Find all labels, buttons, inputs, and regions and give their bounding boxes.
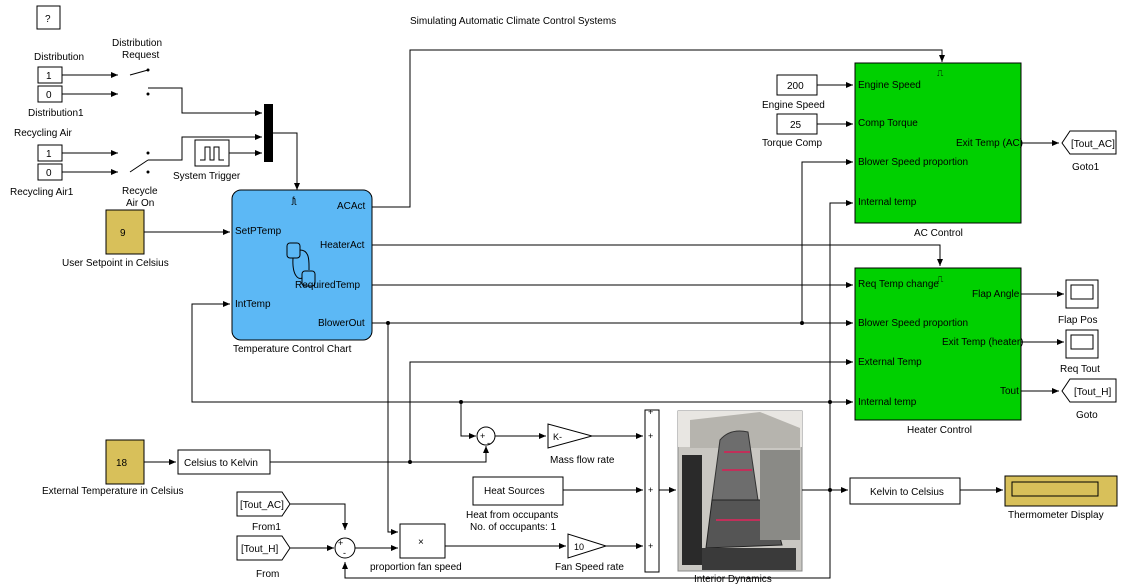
from-tag-text: [Tout_H] (241, 544, 278, 555)
heater-input-req: Req Temp change (858, 279, 939, 290)
model-title: Simulating Automatic Climate Control Sys… (410, 16, 616, 27)
comp-torque-value: 25 (790, 120, 802, 131)
ac-trigger-icon: ⎍ (937, 68, 944, 78)
recycle-air-on-line1: Recycle (122, 186, 158, 197)
chart-input-setptemp: SetPTemp (235, 226, 282, 237)
external-temp-label: External Temperature in Celsius (42, 486, 184, 497)
user-setpoint-value: 9 (120, 228, 126, 239)
ac-input-blower: Blower Speed proportion (858, 157, 968, 168)
from1-tag-text: [Tout_AC] (240, 500, 284, 511)
distribution1-label: Distribution1 (28, 108, 84, 119)
int-sum-sign4: + (648, 407, 653, 417)
int-sum-sign2: + (648, 485, 653, 495)
help-block-label: ? (45, 14, 51, 25)
product-symbol: × (418, 537, 424, 548)
mass-flow-gain-text: K- (553, 432, 562, 442)
from-label: From (256, 569, 279, 580)
heater-control-name: Heater Control (907, 425, 972, 436)
distribution-switch-icon[interactable] (62, 69, 262, 114)
celsius-to-kelvin-label: Celsius to Kelvin (184, 458, 258, 469)
system-trigger-label: System Trigger (173, 171, 241, 182)
heat-occupants-line2: No. of occupants: 1 (470, 522, 557, 533)
user-setpoint-label: User Setpoint in Celsius (62, 258, 169, 269)
heater-input-internal: Internal temp (858, 397, 917, 408)
recycle-air-on-line2: Air On (126, 198, 154, 209)
interior-dynamics-block[interactable] (678, 411, 802, 571)
chart-name: Temperature Control Chart (233, 344, 352, 355)
heater-output-flap: Flap Angle (972, 289, 1020, 300)
external-temp-value: 18 (116, 458, 128, 469)
chart-input-inttemp: IntTemp (235, 299, 271, 310)
recycling-air1-label: Recycling Air1 (10, 187, 74, 198)
heat-sources-label: Heat Sources (484, 486, 545, 497)
chart-output-heateract: HeaterAct (320, 240, 365, 251)
int-sum-sign3: + (648, 541, 653, 551)
recycle-switch-icon[interactable] (62, 137, 262, 174)
heater-output-tout: Tout (1000, 386, 1019, 397)
sum1-minus: - (487, 438, 490, 448)
chart-output-blowerout: BlowerOut (318, 318, 365, 329)
heater-input-blower: Blower Speed proportion (858, 318, 968, 329)
distribution1-value: 0 (46, 90, 52, 101)
distribution-label: Distribution (34, 52, 84, 63)
ac-control-name: AC Control (914, 228, 963, 239)
goto-tag-text: [Tout_H] (1074, 387, 1111, 398)
distribution-request-line2: Request (122, 50, 159, 61)
fan-speed-gain-text: 10 (574, 542, 584, 552)
heat-occupants-line1: Heat from occupants (466, 510, 558, 521)
distribution-value: 1 (46, 71, 52, 82)
ac-output-exit-temp: Exit Temp (AC) (956, 138, 1023, 149)
product-label: proportion fan speed (370, 562, 462, 573)
recycling-air1-value: 0 (46, 168, 52, 179)
system-trigger-block[interactable] (195, 140, 229, 166)
chart-output-acact: ACAct (337, 201, 366, 212)
goto-label: Goto (1076, 410, 1098, 421)
from1-label: From1 (252, 522, 281, 533)
sum2-minus: - (343, 548, 346, 558)
flap-pos-label: Flap Pos (1058, 315, 1097, 326)
ac-input-internal: Internal temp (858, 197, 917, 208)
ac-input-engine-speed: Engine Speed (858, 80, 921, 91)
kelvin-to-celsius-label: Kelvin to Celsius (870, 487, 944, 498)
thermometer-display[interactable] (1005, 476, 1117, 506)
req-tout-label: Req Tout (1060, 364, 1100, 375)
engine-speed-label: Engine Speed (762, 100, 825, 111)
interior-dynamics-label: Interior Dynamics (694, 574, 772, 585)
goto1-label: Goto1 (1072, 162, 1100, 173)
heater-input-external: External Temp (858, 357, 922, 368)
heater-output-exit: Exit Temp (heater) (942, 337, 1024, 348)
engine-speed-value: 200 (787, 81, 804, 92)
recycling-air-value: 1 (46, 149, 52, 160)
recycling-air-label: Recycling Air (14, 128, 72, 139)
distribution-request-line1: Distribution (112, 38, 162, 49)
thermometer-label: Thermometer Display (1008, 510, 1104, 521)
ac-input-comp-torque: Comp Torque (858, 118, 918, 129)
goto1-tag-text: [Tout_AC] (1071, 139, 1115, 150)
sum1-plus: + (480, 431, 485, 441)
comp-torque-label: Torque Comp (762, 138, 822, 149)
sum2-plus: + (338, 538, 343, 548)
mass-flow-label: Mass flow rate (550, 455, 615, 466)
mux-bar[interactable] (264, 104, 273, 162)
int-sum-sign1: + (648, 431, 653, 441)
fan-speed-label: Fan Speed rate (555, 562, 624, 573)
